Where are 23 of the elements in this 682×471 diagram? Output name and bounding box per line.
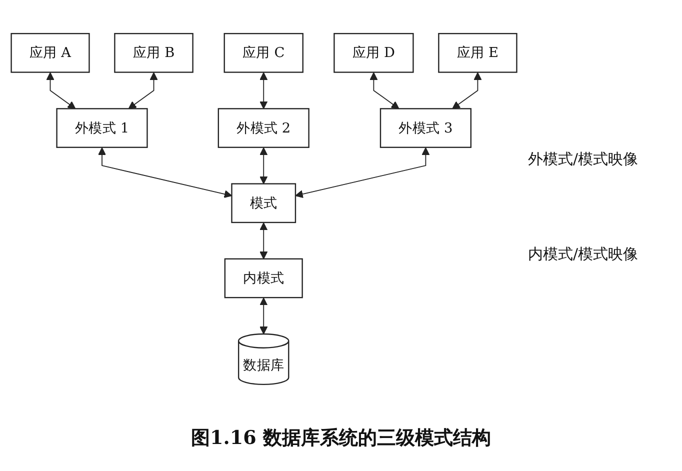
arrow xyxy=(128,72,158,110)
arrow xyxy=(260,222,268,260)
node-box: 外模式 3 xyxy=(380,108,472,148)
arrow xyxy=(260,298,268,334)
arrow xyxy=(370,72,400,110)
arrow xyxy=(46,72,76,110)
node-box: 外模式 1 xyxy=(56,108,148,148)
figure-caption: 图1.16 数据库系统的三级模式结构 xyxy=(191,427,491,449)
mapping-label: 外模式/模式映像 xyxy=(528,150,638,169)
node-box: 应用 E xyxy=(438,32,518,73)
arrow xyxy=(260,147,268,184)
node-box: 外模式 2 xyxy=(218,108,310,148)
node-box: 模式 xyxy=(231,183,296,224)
node-box: 应用 C xyxy=(224,32,304,73)
arrow xyxy=(295,147,430,198)
node-box: 内模式 xyxy=(224,258,303,298)
node-box: 应用 B xyxy=(114,32,194,73)
mapping-label: 内模式/模式映像 xyxy=(528,245,638,264)
node-box: 应用 A xyxy=(10,32,90,73)
arrow xyxy=(260,72,268,110)
arrow xyxy=(98,147,232,198)
node-box: 应用 D xyxy=(334,32,414,73)
arrow xyxy=(452,72,482,110)
